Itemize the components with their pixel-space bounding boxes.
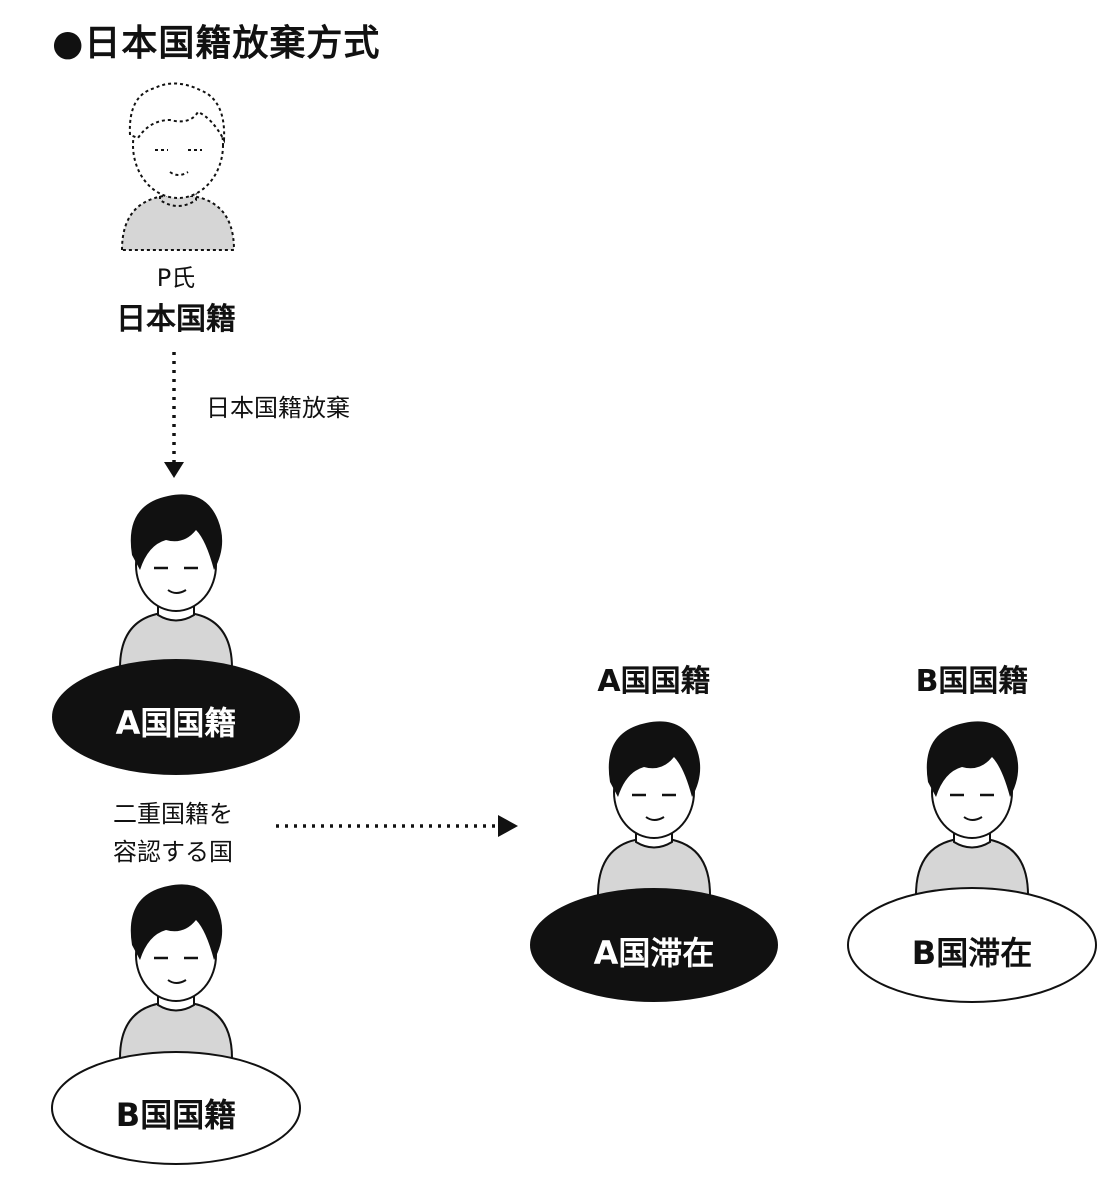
- oval-a-nationality-label: A国国籍: [115, 704, 237, 742]
- person-left-b: [118, 884, 234, 1059]
- oval-a-stay-label: A国滞在: [593, 934, 715, 972]
- renounce-arrowhead: [164, 462, 184, 478]
- right-a-heading: A国国籍: [597, 664, 711, 699]
- person-left-a: [118, 494, 234, 669]
- right-b-heading: B国国籍: [915, 664, 1029, 699]
- oval-b-nationality: [51, 1051, 301, 1165]
- oval-a-stay: [530, 888, 778, 1002]
- page-title: ●日本国籍放棄方式: [52, 23, 381, 64]
- oval-b-nationality-label: B国国籍: [115, 1096, 237, 1134]
- renounce-label: 日本国籍放棄: [206, 394, 350, 422]
- dual-arrowhead: [498, 815, 518, 837]
- person-p-dotted-figure: [120, 82, 236, 251]
- oval-b-stay-label: B国滞在: [911, 934, 1033, 972]
- person-p-nationality: 日本国籍: [116, 302, 236, 337]
- person-right-b: [914, 721, 1030, 896]
- person-p-name: P氏: [156, 264, 196, 292]
- dual-line2: 容認する国: [113, 838, 233, 866]
- person-right-a: [596, 721, 712, 896]
- dual-line1: 二重国籍を: [113, 800, 233, 828]
- oval-b-stay: [847, 887, 1097, 1003]
- oval-a-nationality: [52, 659, 300, 775]
